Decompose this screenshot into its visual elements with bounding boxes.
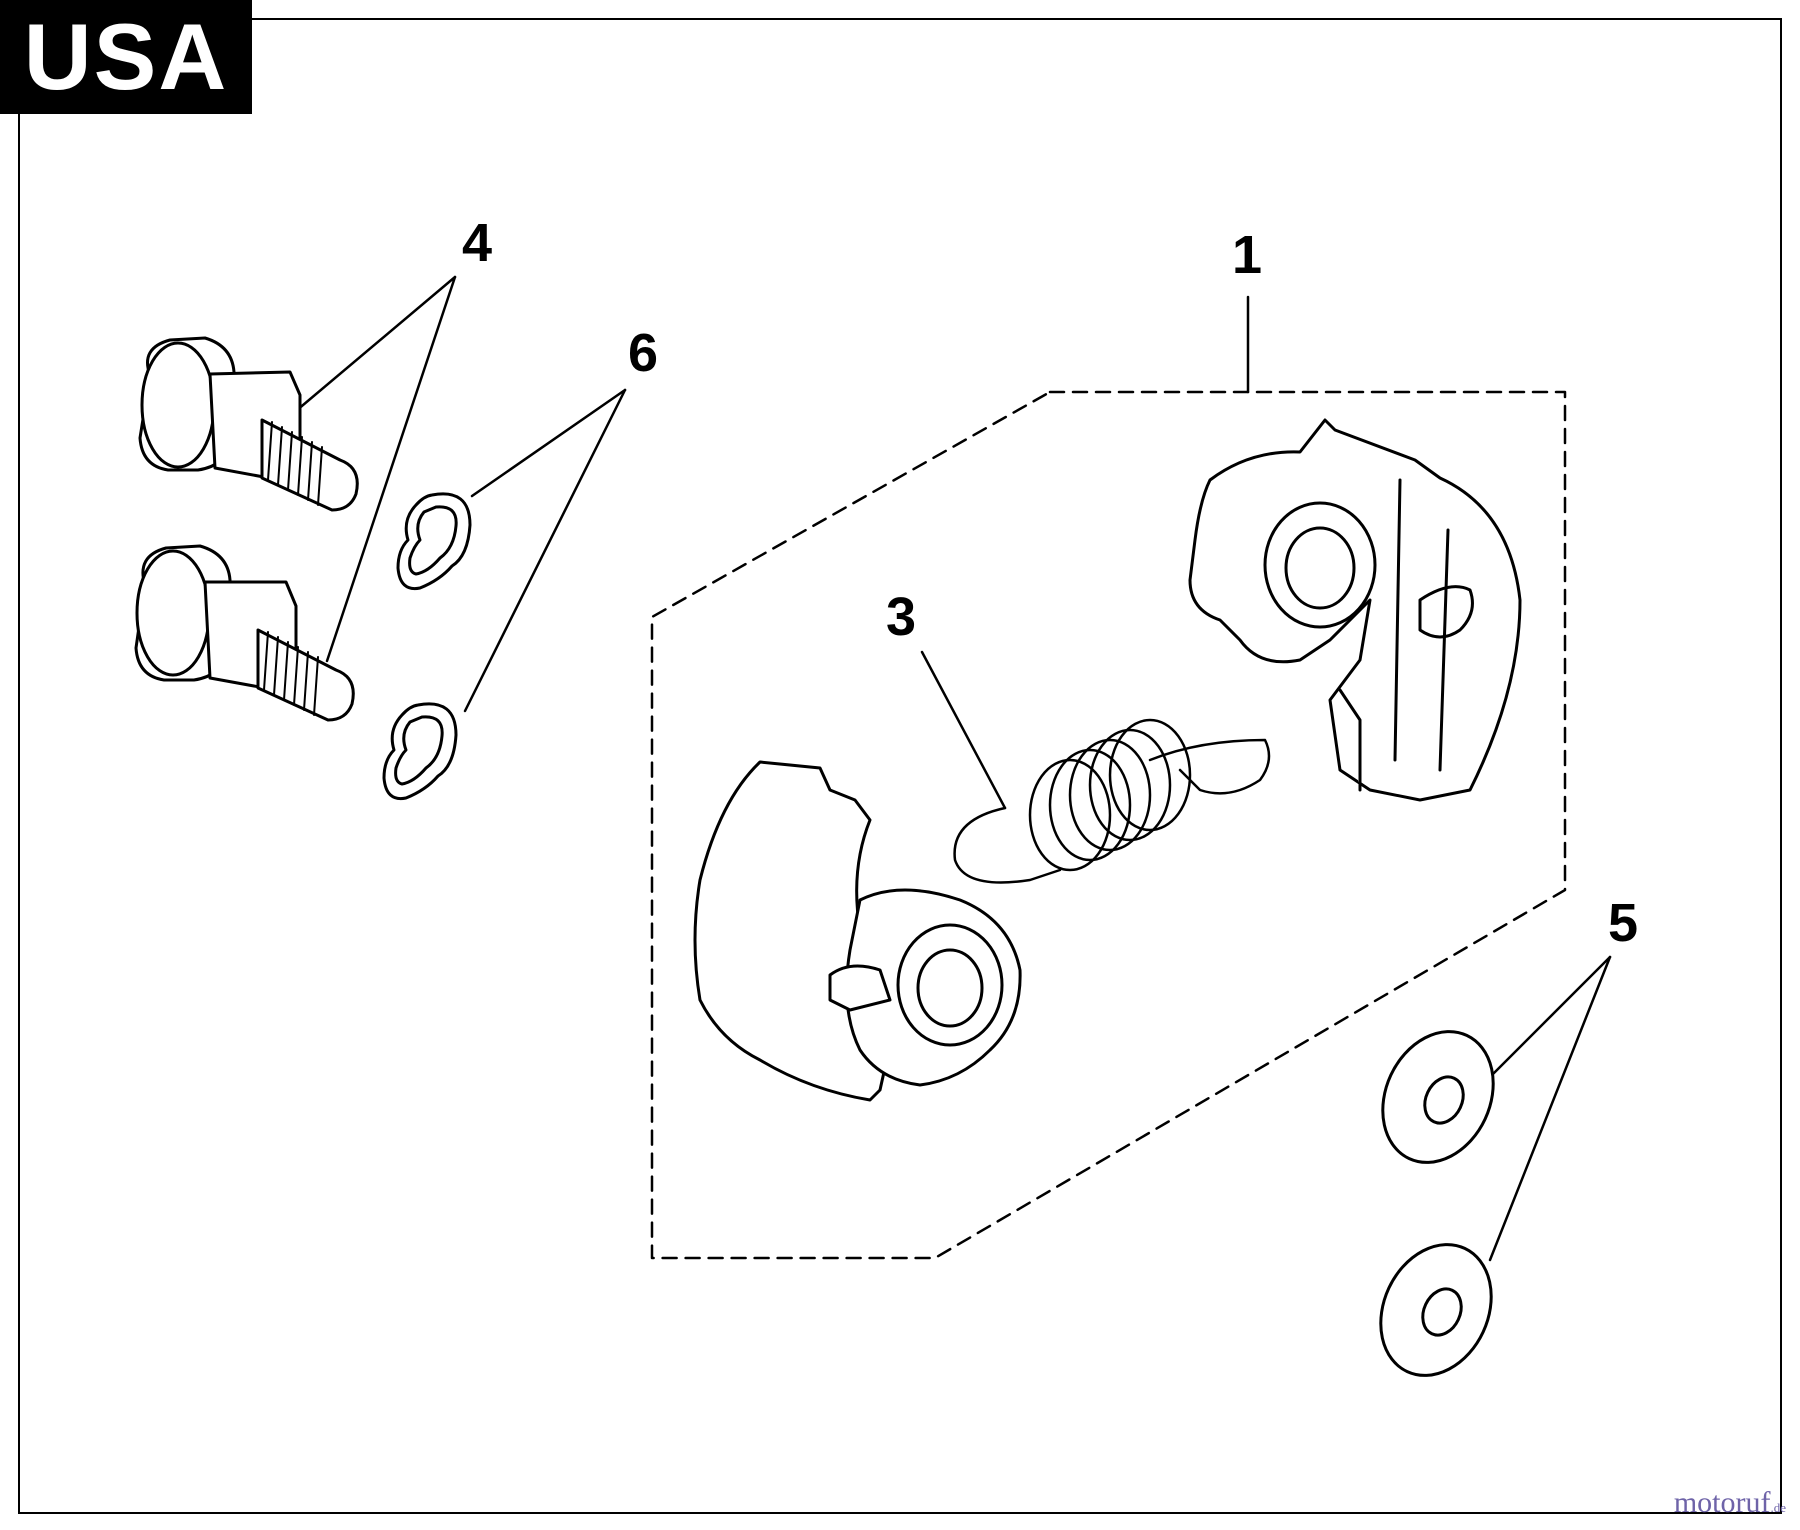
clutch-shoe-left <box>693 760 1022 1102</box>
watermark-brand: motoruf <box>1673 1486 1771 1519</box>
leader-part3 <box>920 650 1007 810</box>
callout-part4: 4 <box>462 213 493 273</box>
callout-part5: 5 <box>1608 893 1639 953</box>
region-tag: USA <box>0 0 252 114</box>
callout-part6: 6 <box>628 323 659 383</box>
washer-upper <box>1381 1030 1495 1164</box>
watermark: motoruf.de <box>1674 1486 1786 1520</box>
callout-part1: 1 <box>1232 225 1263 285</box>
leader-part4-b <box>325 275 457 663</box>
washer-lower <box>1379 1243 1493 1377</box>
clutch-shoe-right <box>1188 418 1522 802</box>
leader-part5-a <box>1488 955 1612 1079</box>
watermark-tld: .de <box>1770 1500 1786 1515</box>
clip-lower <box>382 702 458 801</box>
assembly-boundary <box>650 390 1567 1260</box>
bolt-upper <box>138 336 359 512</box>
leader-part5-b <box>1488 955 1612 1262</box>
bolt-lower <box>134 544 355 722</box>
leader-part4-a <box>288 275 457 418</box>
diagram-frame <box>18 18 1782 1514</box>
leader-part6-a <box>470 388 627 498</box>
clip-upper <box>396 492 472 591</box>
leader-part6-b <box>463 388 627 713</box>
callout-part3: 3 <box>886 587 917 647</box>
spring <box>953 718 1271 884</box>
leader-lines <box>288 275 1612 1262</box>
